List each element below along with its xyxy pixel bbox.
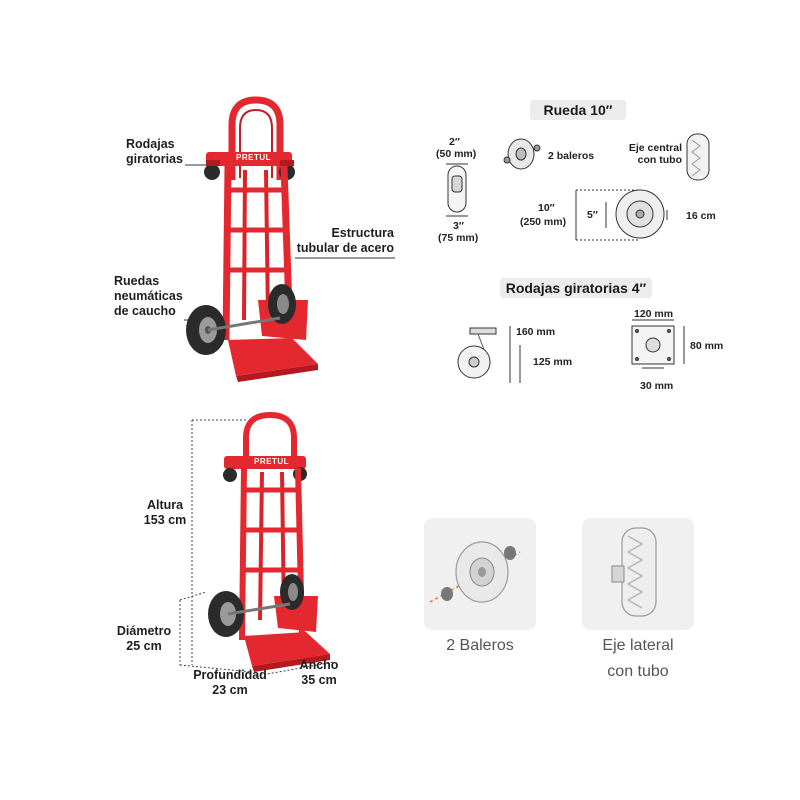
axle-spec: Eje central con tubo bbox=[628, 142, 682, 166]
wheel-spec-title: Rueda 10″ bbox=[530, 100, 626, 120]
bearings-card-label: 2 Baleros bbox=[446, 637, 514, 654]
hand-truck-dimensions bbox=[208, 411, 330, 672]
brand-label: PRETUL bbox=[236, 153, 271, 162]
pneumatic-wheels-label: Ruedas neumáticas de caucho bbox=[114, 274, 183, 318]
top-crossbar bbox=[206, 152, 292, 166]
wheel-width-in: 2″ bbox=[449, 136, 460, 148]
caster-hole: 30 mm bbox=[640, 380, 674, 392]
wheel-diameter-in: 10″ bbox=[538, 202, 555, 214]
wheel-width-mm: (50 mm) bbox=[436, 148, 477, 160]
axle-2 bbox=[227, 602, 291, 616]
caster-spec-title: Rodajas giratorias 4″ bbox=[500, 278, 652, 298]
frame-inner-right bbox=[264, 169, 270, 321]
wheel-axle-length: 16 cm bbox=[686, 210, 716, 222]
dimension-lines bbox=[179, 419, 335, 677]
caster-plate-width: 120 mm bbox=[634, 308, 674, 320]
depth-dimension: Profundidad 23 cm bbox=[193, 668, 267, 697]
nose-plate bbox=[228, 338, 318, 376]
caster-plate-side bbox=[469, 327, 497, 335]
diameter-top bbox=[179, 591, 207, 601]
frame-rail-left bbox=[222, 165, 232, 341]
wheel-right bbox=[268, 284, 296, 324]
wheel-right-2 bbox=[280, 574, 304, 610]
caster-plate-depth: 80 mm bbox=[690, 340, 724, 352]
caster-mount-right bbox=[280, 160, 294, 166]
wheel-spec-drawings bbox=[446, 133, 710, 241]
depth-line bbox=[179, 664, 253, 673]
nose-plate-2 bbox=[244, 632, 330, 666]
brand-label-2: PRETUL bbox=[254, 457, 289, 466]
caster-mount-left bbox=[206, 160, 220, 166]
width-dimension: Ancho 35 cm bbox=[299, 658, 339, 687]
bearings-card bbox=[424, 518, 536, 630]
wheel-hub-mm: (75 mm) bbox=[438, 232, 479, 244]
caster-spec-drawings bbox=[457, 319, 685, 383]
caster-height-total: 160 mm bbox=[516, 326, 556, 338]
steel-structure-label: Estructura tubular de acero bbox=[296, 226, 394, 255]
axle bbox=[207, 316, 281, 332]
wheel-hub-in: 3″ bbox=[453, 220, 464, 232]
wheel-diameter-mm: (250 mm) bbox=[520, 216, 567, 228]
bearings-spec: 2 baleros bbox=[548, 150, 595, 162]
top-crossbar-2 bbox=[224, 456, 306, 469]
caster-height-wheel: 125 mm bbox=[533, 356, 573, 368]
frame-inner-left bbox=[242, 169, 247, 321]
frame-inner-left-2 bbox=[258, 471, 264, 621]
axle-card-label: Eje lateral con tubo bbox=[602, 637, 674, 680]
handle-loop bbox=[228, 96, 284, 180]
handle-inner bbox=[239, 108, 273, 178]
handle-loop-2 bbox=[243, 411, 297, 465]
swivel-casters-label: Rodajas giratorias bbox=[126, 137, 183, 166]
wheel-left-2 bbox=[208, 591, 244, 637]
nose-plate-edge bbox=[236, 364, 318, 382]
width-line bbox=[255, 661, 335, 677]
nose-plate-edge-2 bbox=[252, 654, 330, 672]
wheel-left bbox=[186, 305, 226, 355]
caster-wheel-left bbox=[204, 164, 220, 180]
axle-card bbox=[582, 518, 694, 630]
hand-truck-main bbox=[186, 96, 318, 382]
height-dimension: Altura 153 cm bbox=[143, 498, 187, 527]
wheel-rim: 5″ bbox=[587, 209, 598, 221]
caster-wheel-left-2 bbox=[223, 468, 237, 482]
diameter-dimension: Diámetro 25 cm bbox=[116, 624, 172, 653]
